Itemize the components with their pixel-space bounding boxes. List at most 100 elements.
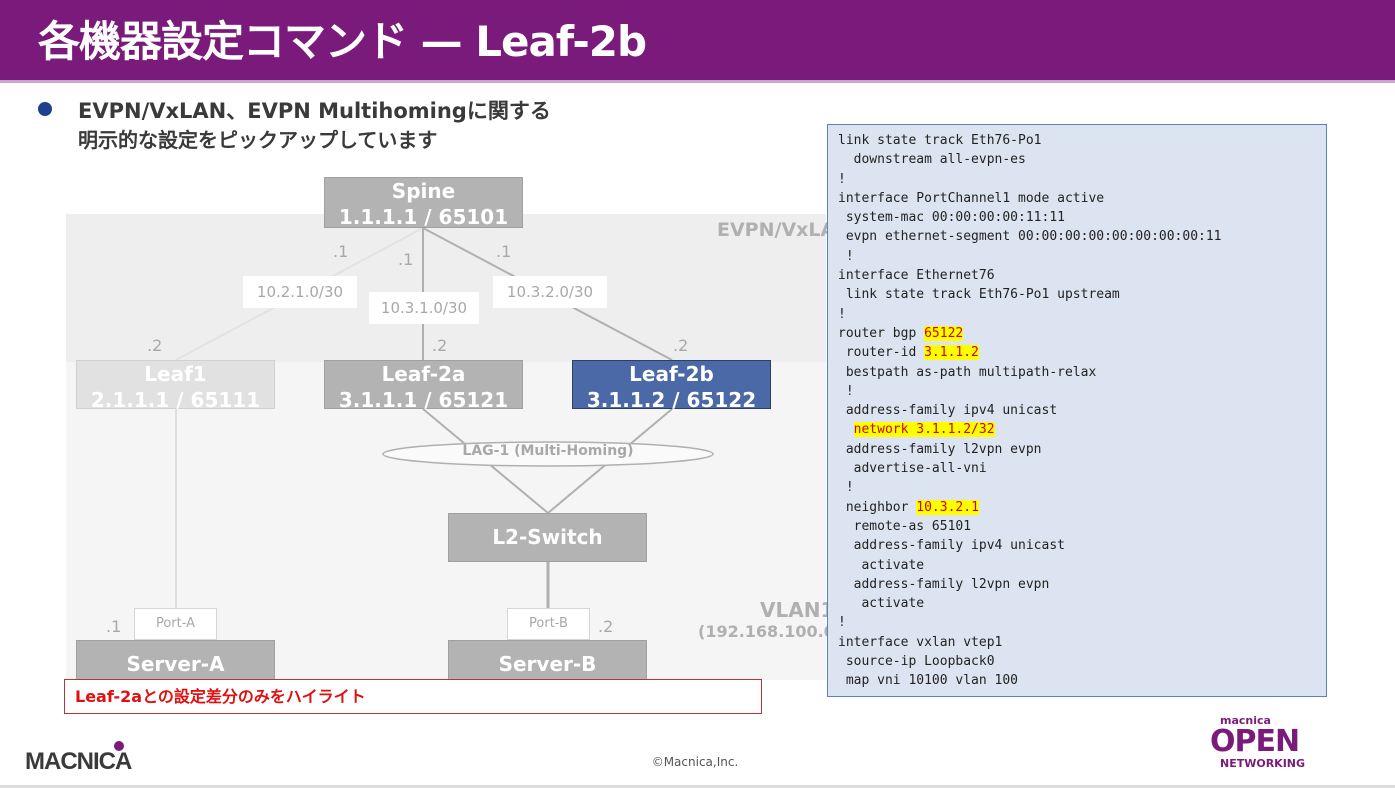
config-code-panel: link state track Eth76-Po1 downstream al…	[827, 124, 1327, 697]
code-line: !	[838, 305, 1316, 324]
leaf2b-name: Leaf-2b	[629, 362, 714, 386]
evpn-zone-label: EVPN/VxLA	[717, 219, 836, 241]
code-text: advertise-all-vni	[838, 461, 987, 477]
code-line: !	[838, 478, 1316, 497]
code-text: interface PortChannel1 mode active	[838, 190, 1105, 206]
code-line: interface Ethernet76	[838, 266, 1316, 285]
code-highlight: 10.3.2.1	[916, 499, 979, 515]
code-text: !	[838, 248, 854, 264]
title-bar	[0, 0, 1395, 80]
bullet-line-2: 明示的な設定をピックアップしています	[78, 128, 438, 152]
title-underline	[0, 80, 1395, 83]
leaf2b-node: Leaf-2b 3.1.1.2 / 65122	[572, 360, 771, 412]
open-logo-big: OPEN	[1210, 724, 1300, 759]
leaf1-name: Leaf1	[144, 362, 207, 386]
code-text: link state track Eth76-Po1	[838, 133, 1042, 148]
code-line: evpn ethernet-segment 00:00:00:00:00:00:…	[838, 227, 1316, 246]
code-highlight: network 3.1.1.2/32	[853, 422, 995, 438]
subnet-label: 10.3.2.0/30	[493, 276, 607, 308]
macnica-logo: MACNICA	[25, 741, 133, 774]
code-line: router bgp 65122	[838, 324, 1316, 343]
page-title: 各機器設定コマンド — Leaf-2b	[38, 17, 647, 66]
code-text: !	[838, 306, 846, 322]
code-line: bestpath as-path multipath-relax	[838, 363, 1316, 382]
port-b-label: Port-B	[507, 608, 590, 640]
code-line: router-id 3.1.1.2	[838, 343, 1316, 362]
code-line: !	[838, 247, 1316, 266]
ip-suffix: .1	[496, 242, 512, 261]
code-line: source-ip Loopback0	[838, 652, 1316, 671]
code-line: activate	[838, 594, 1316, 613]
code-text: interface Ethernet76	[838, 268, 995, 284]
lag-ellipse	[382, 441, 714, 467]
vlan-zone-subnet: (192.168.100.0/	[698, 622, 841, 641]
server-b-name: Server-B	[498, 652, 597, 676]
code-line: interface vxlan vtep1	[838, 633, 1316, 652]
code-text: address-family ipv4 unicast	[838, 538, 1065, 554]
code-text: bestpath as-path multipath-relax	[838, 364, 1097, 380]
ip-suffix: .1	[106, 617, 122, 636]
lag-label: LAG-1 (Multi-Homing)	[462, 443, 634, 459]
spine-info: 1.1.1.1 / 65101	[338, 205, 509, 229]
open-logo-small: macnica	[1220, 714, 1271, 727]
ip-suffix: .2	[432, 336, 448, 355]
leaf2b-info: 3.1.1.2 / 65122	[586, 388, 757, 412]
port-a-label: Port-A	[134, 608, 217, 640]
ip-suffix: .1	[398, 250, 414, 269]
code-line: link state track Eth76-Po1 upstream	[838, 285, 1316, 304]
code-text: neighbor	[838, 499, 917, 515]
spine-name: Spine	[391, 179, 456, 203]
bullet-line-1: EVPN/VxLAN、EVPN Multihomingに関する	[78, 99, 551, 123]
code-line: remote-as 65101	[838, 517, 1316, 536]
code-text: activate	[838, 596, 925, 612]
code-line: link state track Eth76-Po1	[838, 131, 1316, 150]
code-text: address-family l2vpn evpn	[838, 576, 1050, 592]
l2switch-name: L2-Switch	[492, 525, 603, 549]
code-line: neighbor 10.3.2.1	[838, 498, 1316, 517]
leaf2a-name: Leaf-2a	[381, 362, 466, 386]
code-text: remote-as 65101	[838, 518, 972, 534]
diagram-links	[175, 227, 714, 640]
code-line: downstream all-evpn-es	[838, 150, 1316, 169]
code-line: map vni 10100 vlan 100	[838, 671, 1316, 690]
subnet-label: 10.3.1.0/30	[369, 292, 479, 324]
code-line: !	[838, 170, 1316, 189]
code-highlight: 3.1.1.2	[924, 345, 979, 361]
code-line: interface PortChannel1 mode active	[838, 189, 1316, 208]
code-text: system-mac 00:00:00:00:11:11	[838, 210, 1065, 226]
open-networking-logo: macnica OPEN NETWORKING	[1210, 714, 1320, 770]
code-text	[838, 422, 854, 437]
code-line: !	[838, 613, 1316, 632]
code-text: evpn ethernet-segment 00:00:00:00:00:00:…	[838, 229, 1222, 245]
leaf1-node: Leaf1 2.1.1.1 / 65111	[76, 360, 275, 412]
ip-suffix: .1	[333, 242, 349, 261]
server-a-name: Server-A	[126, 652, 225, 676]
code-text: router-id	[838, 345, 925, 361]
spine-node: Spine 1.1.1.1 / 65101	[324, 177, 523, 229]
ip-suffix: .2	[673, 336, 689, 355]
code-line: address-family l2vpn evpn	[838, 440, 1316, 459]
code-text: !	[838, 383, 854, 399]
code-text: source-ip Loopback0	[838, 654, 995, 670]
code-line: !	[838, 382, 1316, 401]
highlight-note: Leaf-2aとの設定差分のみをハイライト	[64, 679, 762, 714]
open-logo-sub: NETWORKING	[1220, 757, 1306, 770]
server-b-node: Server-B	[448, 640, 647, 680]
code-line: system-mac 00:00:00:00:11:11	[838, 208, 1316, 227]
code-text: address-family ipv4 unicast	[838, 403, 1058, 419]
code-line: address-family l2vpn evpn	[838, 575, 1316, 594]
code-text: interface vxlan vtep1	[838, 634, 1003, 650]
code-text: address-family l2vpn evpn	[838, 441, 1042, 457]
leaf1-info: 2.1.1.1 / 65111	[90, 388, 261, 412]
ip-suffix: .2	[598, 617, 614, 636]
code-text: activate	[838, 557, 925, 573]
copyright: ©Macnica,Inc.	[651, 755, 739, 769]
leaf2a-node: Leaf-2a 3.1.1.1 / 65121	[324, 360, 523, 412]
code-text: downstream all-evpn-es	[838, 152, 1026, 168]
code-text: map vni 10100 vlan 100	[838, 673, 1019, 689]
code-line: address-family ipv4 unicast	[838, 401, 1316, 420]
ip-suffix: .2	[147, 336, 163, 355]
vlan-zone-label: VLAN1	[760, 598, 835, 622]
code-line: advertise-all-vni	[838, 459, 1316, 478]
code-line: address-family ipv4 unicast	[838, 536, 1316, 555]
